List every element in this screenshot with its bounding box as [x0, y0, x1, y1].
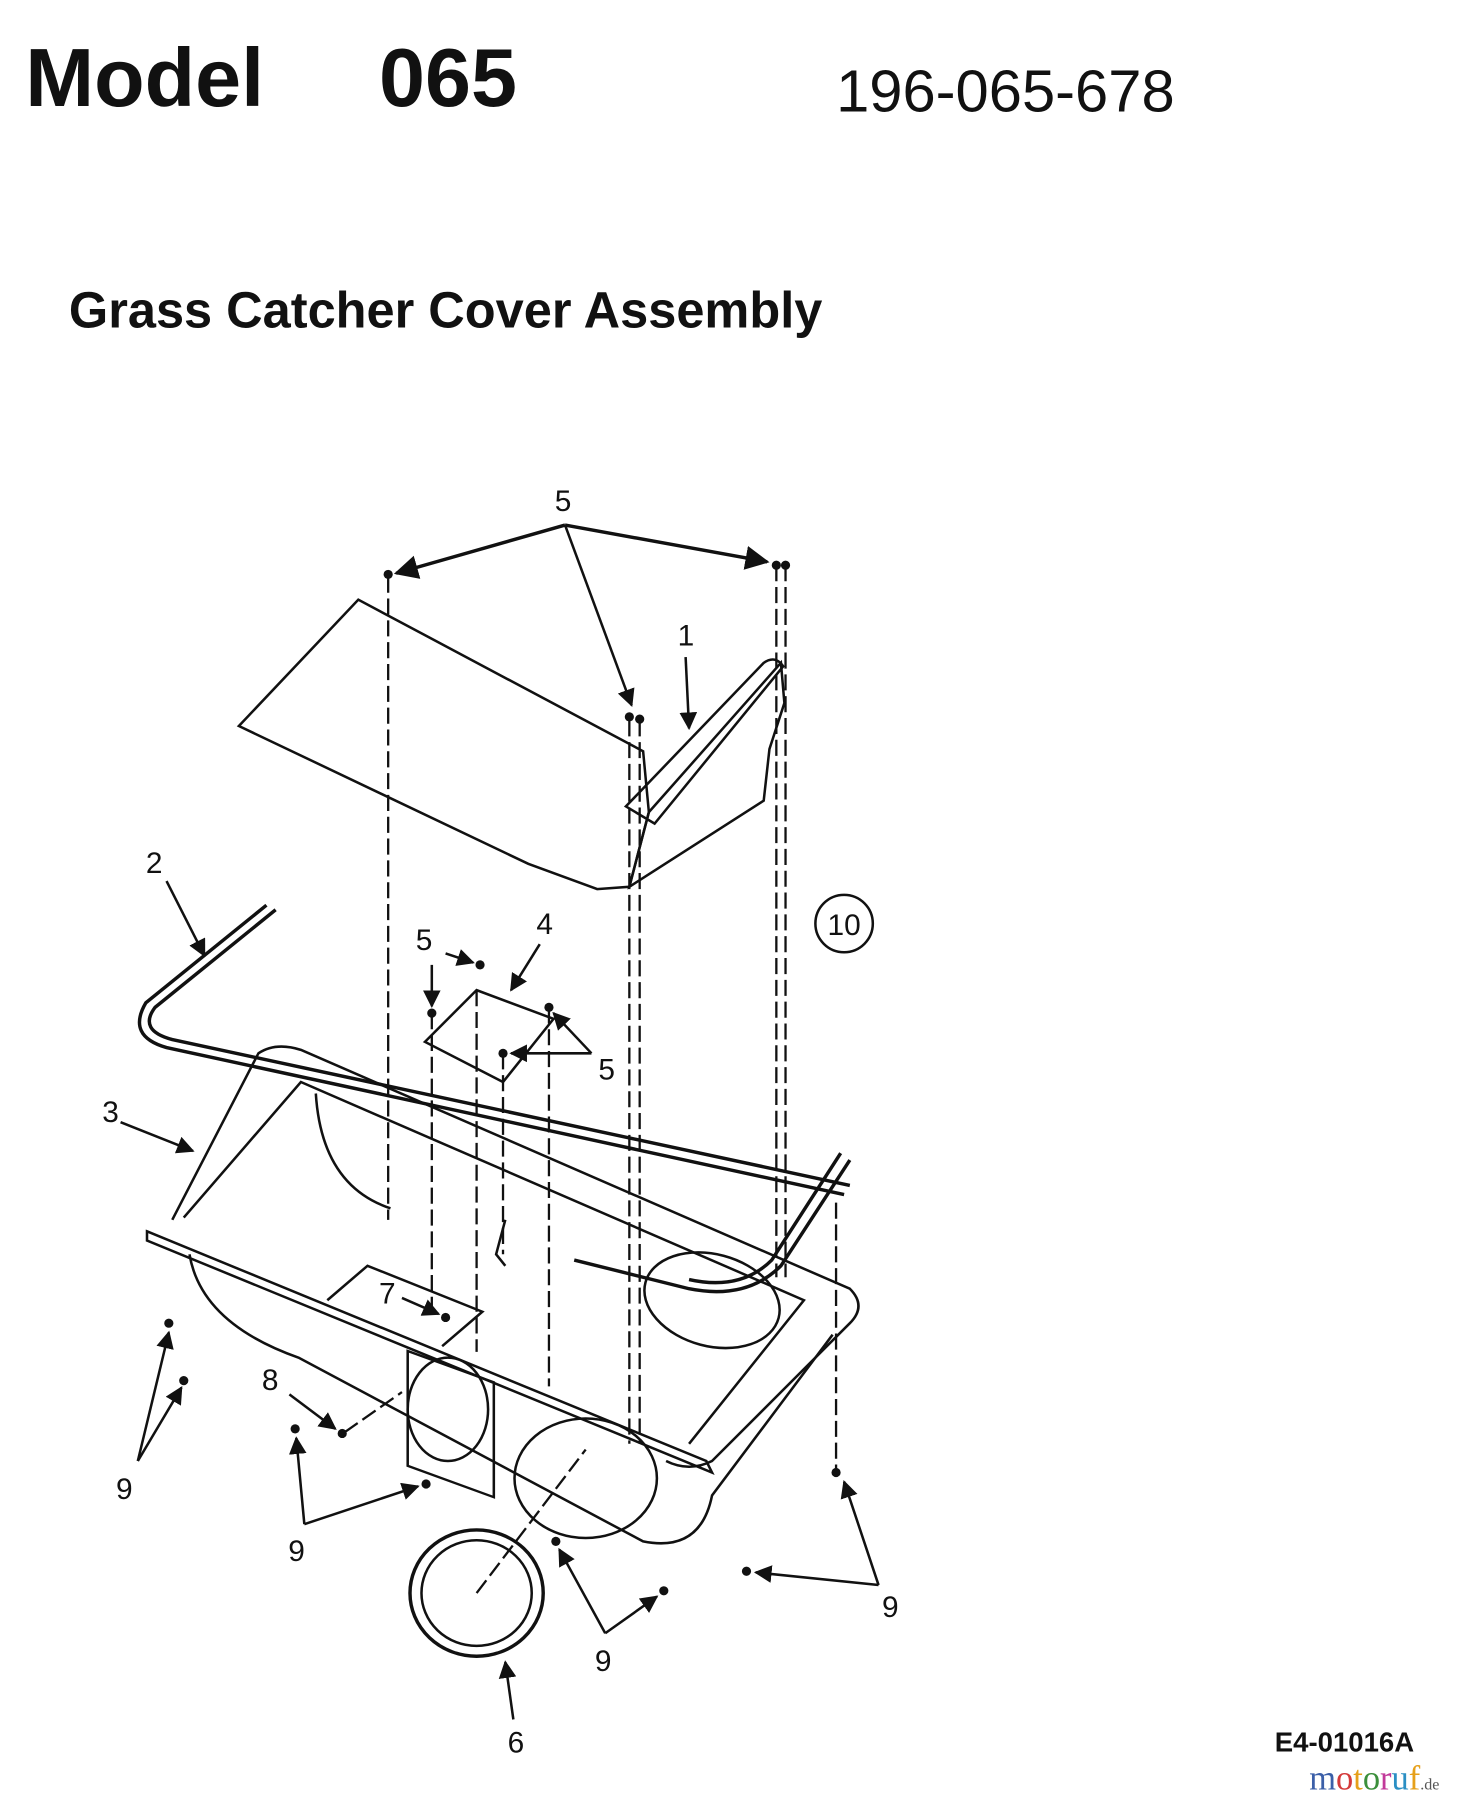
hardware-dots	[164, 560, 841, 1596]
callout-5-mid: 5	[416, 924, 433, 957]
alignment-lines	[343, 565, 838, 1594]
svg-text:motoruf.de: motoruf.de	[1309, 1759, 1439, 1797]
callout-2: 2	[146, 847, 163, 880]
callout-5-top: 5	[555, 485, 572, 518]
lid-ring	[408, 1528, 545, 1658]
callout-7: 7	[379, 1278, 396, 1311]
motoruf-logo: motoruf.de	[1309, 1759, 1439, 1797]
svg-text:10: 10	[827, 909, 860, 942]
callout-6: 6	[508, 1727, 525, 1760]
callout-5-right: 5	[598, 1054, 615, 1087]
diagram-title: Grass Catcher Cover Assembly	[69, 282, 822, 339]
callout-9-left: 9	[116, 1473, 133, 1506]
callout-9-right: 9	[882, 1591, 899, 1624]
leader-arrows	[120, 523, 880, 1720]
model-number: 065	[379, 31, 517, 124]
callout-1: 1	[678, 620, 695, 653]
callout-9-center: 9	[288, 1535, 305, 1568]
callout-3: 3	[102, 1096, 119, 1129]
callout-8: 8	[262, 1364, 279, 1397]
part-number: 196-065-678	[836, 58, 1175, 125]
callout-10: 10	[814, 893, 875, 954]
callout-9-bottom: 9	[595, 1645, 612, 1678]
plate	[422, 988, 556, 1084]
catcher-tray	[145, 1045, 860, 1545]
frame-tube	[137, 903, 852, 1294]
callout-4: 4	[536, 908, 553, 941]
model-label: Model	[25, 31, 264, 124]
mesh-cover	[236, 598, 786, 891]
diagram-code: E4-01016A	[1275, 1727, 1414, 1758]
